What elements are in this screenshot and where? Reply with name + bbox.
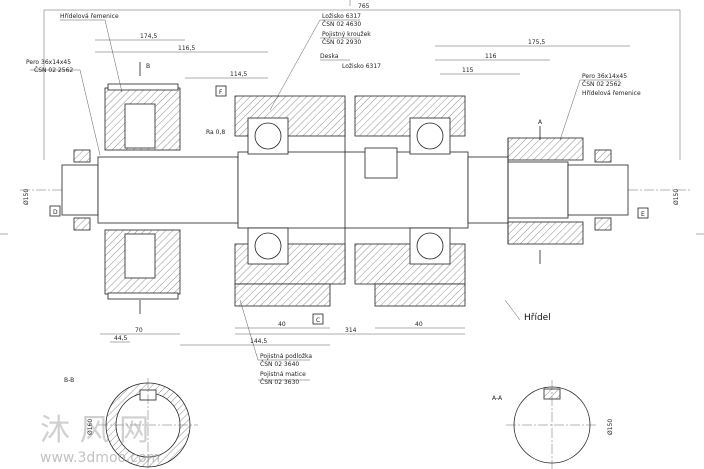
dimension-lines-bottom xyxy=(100,327,465,346)
dim-right-b: 115 xyxy=(462,67,474,74)
label-lozisko-mid: Ložisko 6317 xyxy=(342,63,381,70)
leader-lines xyxy=(30,19,620,381)
datum-e: E xyxy=(641,211,645,218)
label-loziska-top-std: ČSN 02 4630 xyxy=(322,21,361,28)
section-bb-view xyxy=(98,378,198,469)
datum-box-e xyxy=(637,207,649,219)
roughness-mark: Ra 0,8 xyxy=(206,129,225,136)
watermark-cn: 沐 风 网 xyxy=(40,413,149,448)
section-aa-view xyxy=(506,380,598,469)
label-podlozka-std: ČSN 02 3640 xyxy=(260,361,299,368)
dim-section-bb: Ø160 xyxy=(87,419,94,435)
label-podlozka: Pojistná podložka xyxy=(260,353,312,360)
bearing-housing xyxy=(234,95,466,307)
section-aa-title: A-A xyxy=(492,395,503,402)
section-marker-a: A xyxy=(538,119,543,126)
shaft xyxy=(61,100,629,280)
dim-bottom-small: 44,5 xyxy=(114,335,128,342)
label-krouzek: Pojistný kroužek xyxy=(322,31,371,38)
label-matice-std: ČSN 02 3630 xyxy=(260,379,299,386)
label-matice: Pojistná matice xyxy=(260,371,306,378)
label-krouzek-std: ČSN 02 2930 xyxy=(322,39,361,46)
label-pero-right: Pero 36x14x45 xyxy=(582,73,627,80)
dim-housing-left: 40 xyxy=(278,321,286,328)
datum-f: F xyxy=(219,89,223,96)
dim-shaft-left: Ø150 xyxy=(23,189,30,205)
dimension-lines-top xyxy=(43,9,681,160)
label-loziska-top: Ložisko 6317 xyxy=(322,13,361,20)
label-hridel-remenice: Hřídelová řemenice xyxy=(60,13,119,20)
dim-left-hub: 116,5 xyxy=(178,45,195,52)
dim-bottom-left: 70 xyxy=(135,327,143,334)
datum-d: D xyxy=(53,209,58,216)
datum-box-d xyxy=(49,205,61,217)
label-pero-left: Pero 36x14x45 xyxy=(26,59,71,66)
dim-right-a: 116 xyxy=(485,53,497,60)
dim-bottom-mid: 144,5 xyxy=(250,338,267,345)
end-caps xyxy=(73,149,612,231)
label-pero-left-std: ČSN 02 2562 xyxy=(34,67,73,74)
label-pero-right-std: ČSN 02 2562 xyxy=(582,81,621,88)
section-marker-b: B xyxy=(146,63,150,70)
drawing-frame xyxy=(0,0,704,235)
section-markers xyxy=(139,62,541,314)
dim-left-part: 174,5 xyxy=(140,33,157,40)
dim-overall: 765 xyxy=(358,3,370,10)
label-hridel: Hřídel xyxy=(524,313,551,323)
dim-shaft-right: Ø150 xyxy=(673,189,680,205)
label-hridel-remenice-right: Hřídelová řemenice xyxy=(582,90,641,97)
label-deska: Deska xyxy=(320,53,339,60)
section-bb-title: B-B xyxy=(64,377,74,384)
dim-section-aa: Ø150 xyxy=(607,419,614,435)
watermark-url: www.3dmoo.com xyxy=(40,450,160,466)
dim-housing-right: 40 xyxy=(415,321,423,328)
datum-c: C xyxy=(316,317,320,324)
dim-center: 314 xyxy=(345,327,357,334)
left-pulley xyxy=(104,83,181,300)
dim-left-small: 114,5 xyxy=(230,71,247,78)
right-coupling xyxy=(507,137,584,245)
dim-right-part: 175,5 xyxy=(528,39,545,46)
datum-box-f xyxy=(215,85,227,97)
datum-box-c xyxy=(312,313,324,325)
